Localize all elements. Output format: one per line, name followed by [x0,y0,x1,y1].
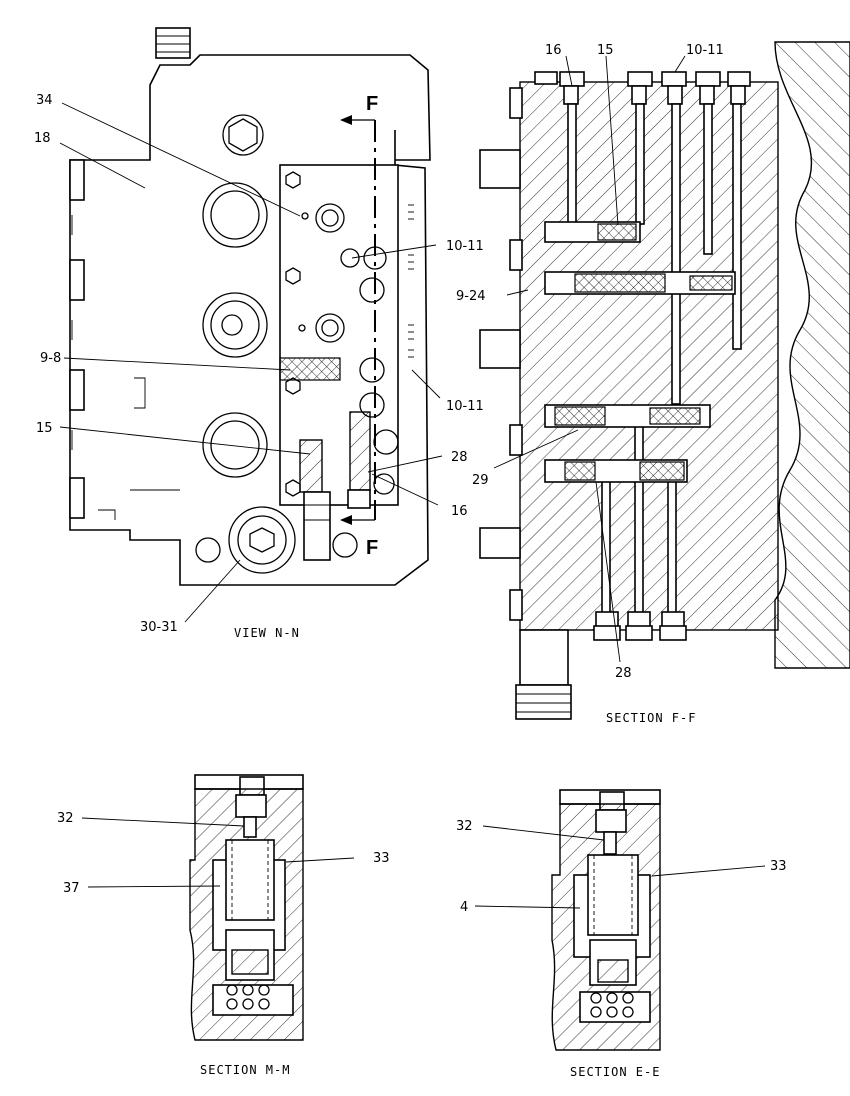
caption-section-mm: SECTION M-M [200,1063,290,1077]
ff-cross-valves [544,221,736,483]
section-mark-top: F [366,93,378,115]
section-mm: 32 33 37 SECTION M-M [57,774,390,1077]
callout-15: 15 [36,421,53,436]
ff-left-bolts [479,87,523,621]
callout-ff-15: 15 [597,43,614,58]
section-mark-bottom: F [366,537,378,559]
top-fitting [155,27,191,59]
ff-vertical-tubes [567,103,742,621]
callout-ff-28: 28 [615,666,632,681]
callout-9-8: 9-8 [40,351,61,366]
section-ff: 16 15 10-11 9-24 29 28 SECTION F-F [456,41,850,725]
callout-ff-9-24: 9-24 [456,289,486,304]
callout-ff-16: 16 [545,43,562,58]
ff-leader-lines [493,55,686,663]
callout-10-11-b: 10-11 [446,399,484,414]
callout-ee-33: 33 [770,859,787,874]
caption-section-ff: SECTION F-F [606,711,696,725]
adjoining-part [774,41,850,669]
callout-ff-29: 29 [472,473,489,488]
caption-view-nn: VIEW N-N [234,626,300,640]
callout-16: 16 [451,504,468,519]
bottom-plug-30-31 [195,506,358,574]
callout-10-11-a: 10-11 [446,239,484,254]
callout-ee-4: 4 [460,900,468,915]
mounting-plate [279,164,399,506]
view-nn: F F 34 18 10-11 9-8 10-11 15 28 16 30-31… [34,27,484,640]
callout-mm-33: 33 [373,851,390,866]
ff-top-fittings [534,71,751,105]
ff-bottom-fittings [515,611,687,720]
callout-30-31: 30-31 [140,620,178,635]
callout-mm-32: 32 [57,811,74,826]
callout-28: 28 [451,450,468,465]
callout-mm-37: 37 [63,881,80,896]
section-ee: 32 33 4 SECTION E-E [456,789,787,1079]
callout-34: 34 [36,93,53,108]
right-studs [408,204,414,358]
left-bolt-heads [69,159,85,519]
mm-leader-lines [81,817,355,888]
section-line-ff [340,115,376,525]
ee-leader-lines [474,825,766,909]
callout-18: 18 [34,131,51,146]
callout-ee-32: 32 [456,819,473,834]
nn-leader-lines [59,102,443,623]
large-bores [202,114,268,478]
cutaway-details [98,357,371,561]
caption-section-ee: SECTION E-E [570,1065,660,1079]
callout-ff-10-11: 10-11 [686,43,724,58]
